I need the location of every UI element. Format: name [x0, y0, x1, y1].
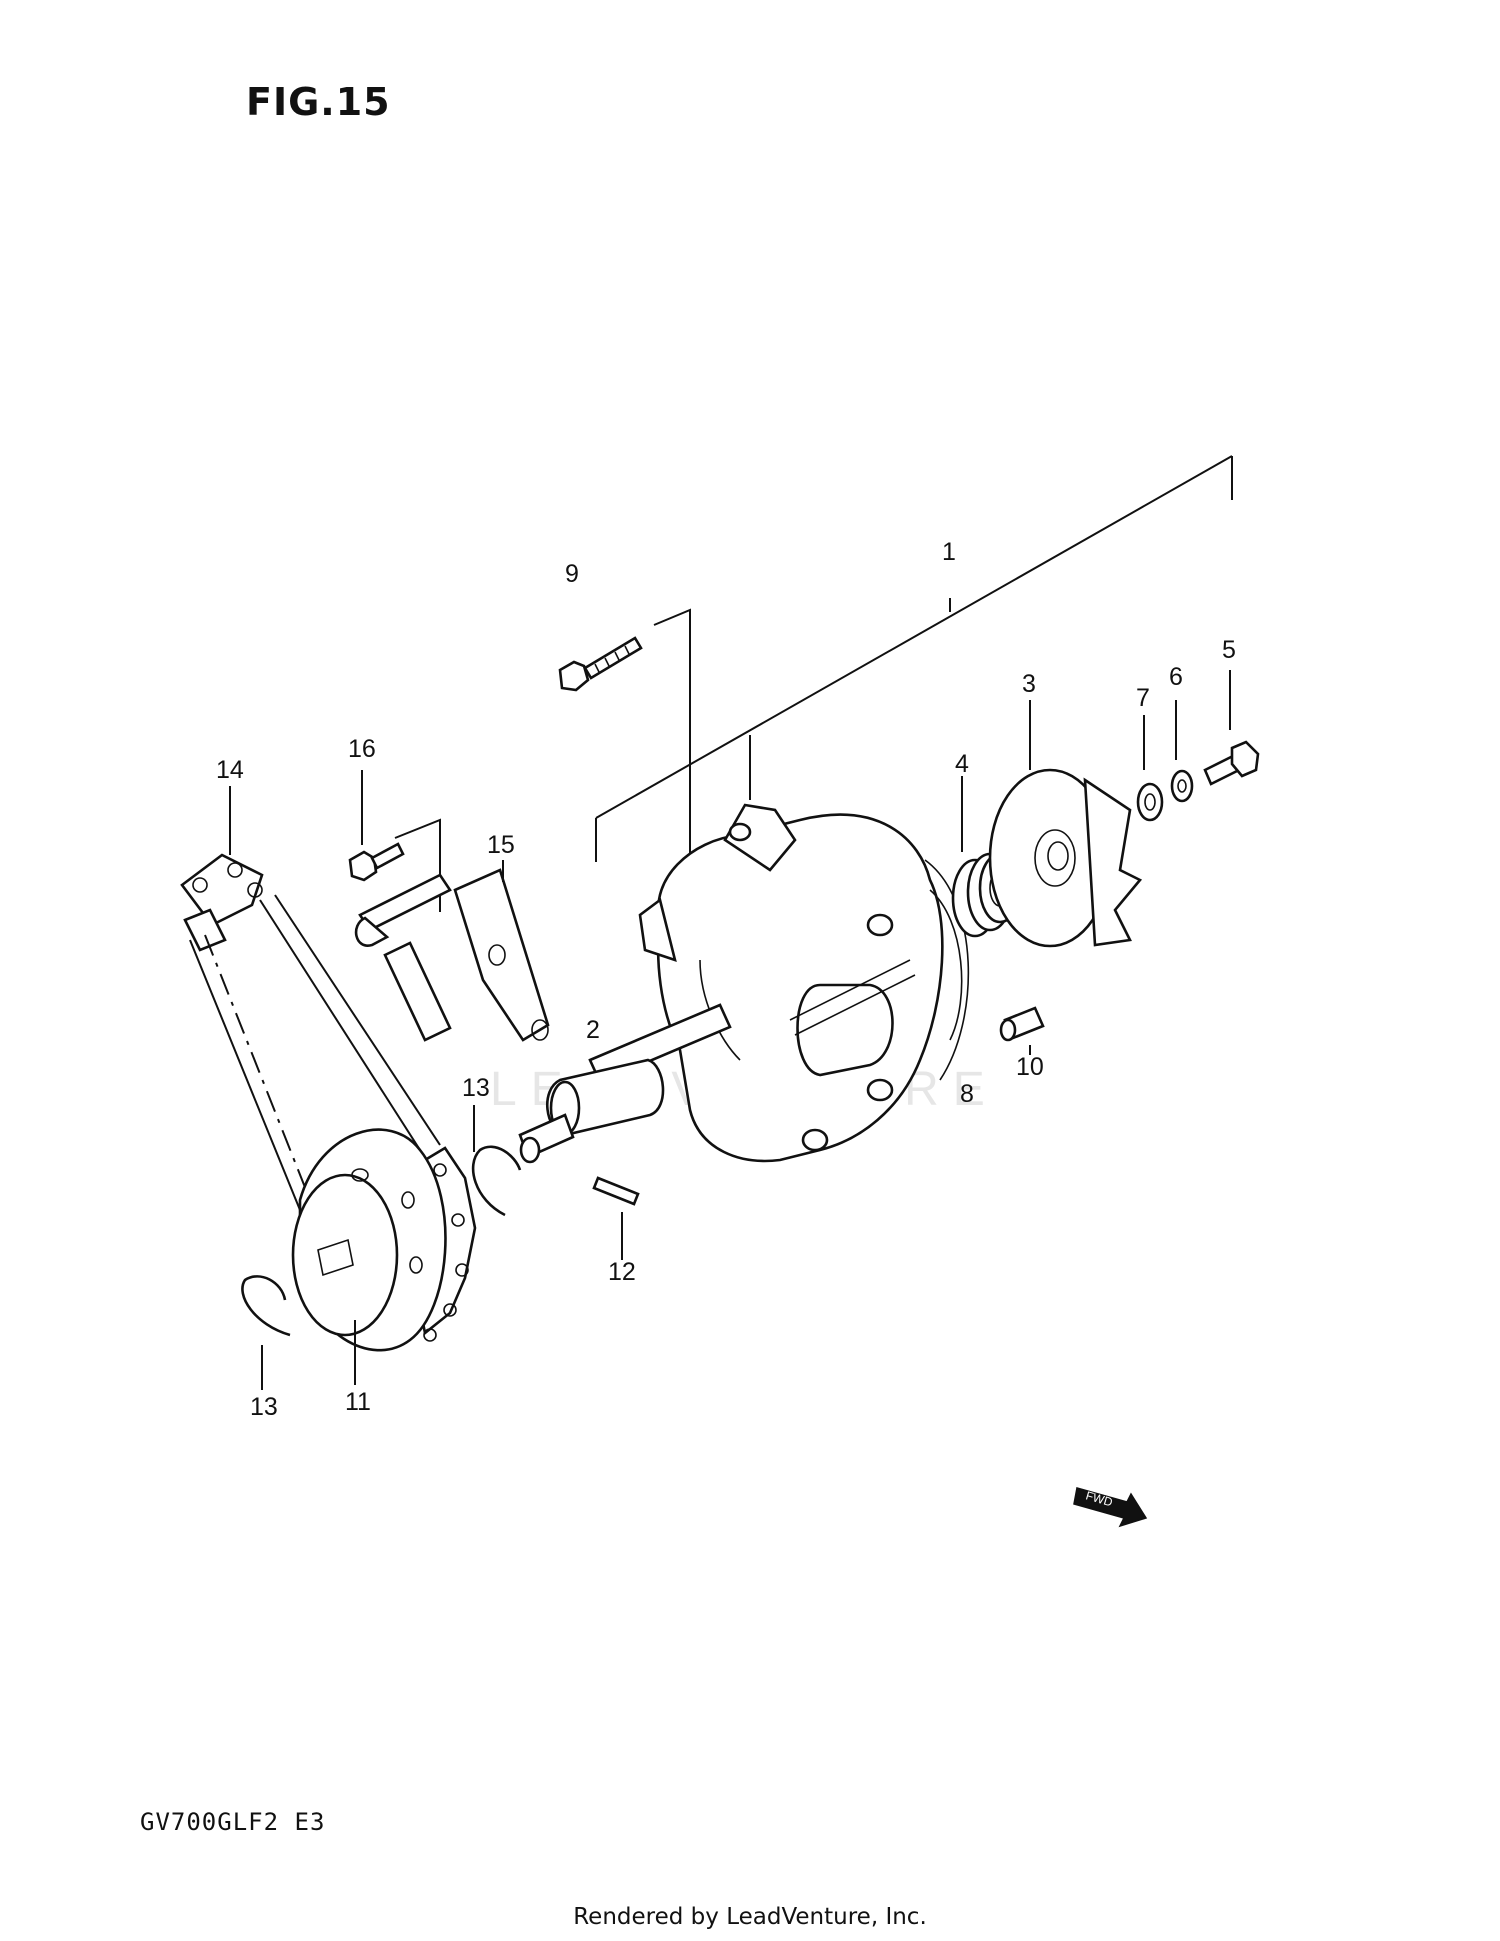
washer-part-7: [1136, 715, 1164, 822]
circlip-part-13a: [471, 1105, 522, 1217]
pump-housing: [638, 803, 970, 1163]
impeller-part-3: [988, 700, 1143, 948]
bolt-part-9: [558, 608, 691, 862]
callout-15: 15: [487, 831, 515, 859]
callout-13a: 13: [462, 1074, 490, 1102]
callout-1: 1: [942, 538, 956, 566]
bolt-part-5: [1203, 670, 1260, 786]
callout-11: 11: [345, 1388, 371, 1416]
callout-13b: 13: [250, 1393, 278, 1421]
circlip-part-13b: [241, 1275, 291, 1390]
assembly-bracket-1: [595, 455, 1233, 862]
figure-title: FIG.15: [246, 80, 391, 124]
guide-bracket-part-15: [354, 860, 550, 1042]
shaft-part-2: [518, 1003, 732, 1164]
callout-8: 8: [960, 1080, 974, 1108]
callout-9: 9: [565, 560, 579, 588]
callout-10: 10: [1016, 1053, 1044, 1081]
model-code: GV700GLF2 E3: [140, 1808, 326, 1836]
washer-part-6: [1170, 700, 1194, 803]
bolt-part-16: [348, 770, 441, 912]
callout-labels: 1 2 3 4 5 6 7 8 9 10 11 12 13 13 14 15 1…: [216, 538, 1236, 1421]
callout-2: 2: [586, 1016, 600, 1044]
callout-16: 16: [348, 735, 376, 763]
footer-credit: Rendered by LeadVenture, Inc.: [573, 1904, 927, 1930]
callout-14: 14: [216, 756, 244, 784]
callout-5: 5: [1222, 636, 1236, 664]
gasket-part-8: [924, 859, 970, 1081]
callout-7: 7: [1136, 684, 1150, 712]
forward-direction-arrow: FWD: [1073, 1487, 1148, 1528]
callout-6: 6: [1169, 663, 1183, 691]
callout-4: 4: [955, 750, 969, 778]
sprocket-part-11: [291, 1128, 447, 1385]
pin-part-12: [592, 1176, 640, 1260]
callout-3: 3: [1022, 670, 1036, 698]
callout-12: 12: [608, 1258, 636, 1286]
dowel-part-10: [999, 1006, 1045, 1055]
